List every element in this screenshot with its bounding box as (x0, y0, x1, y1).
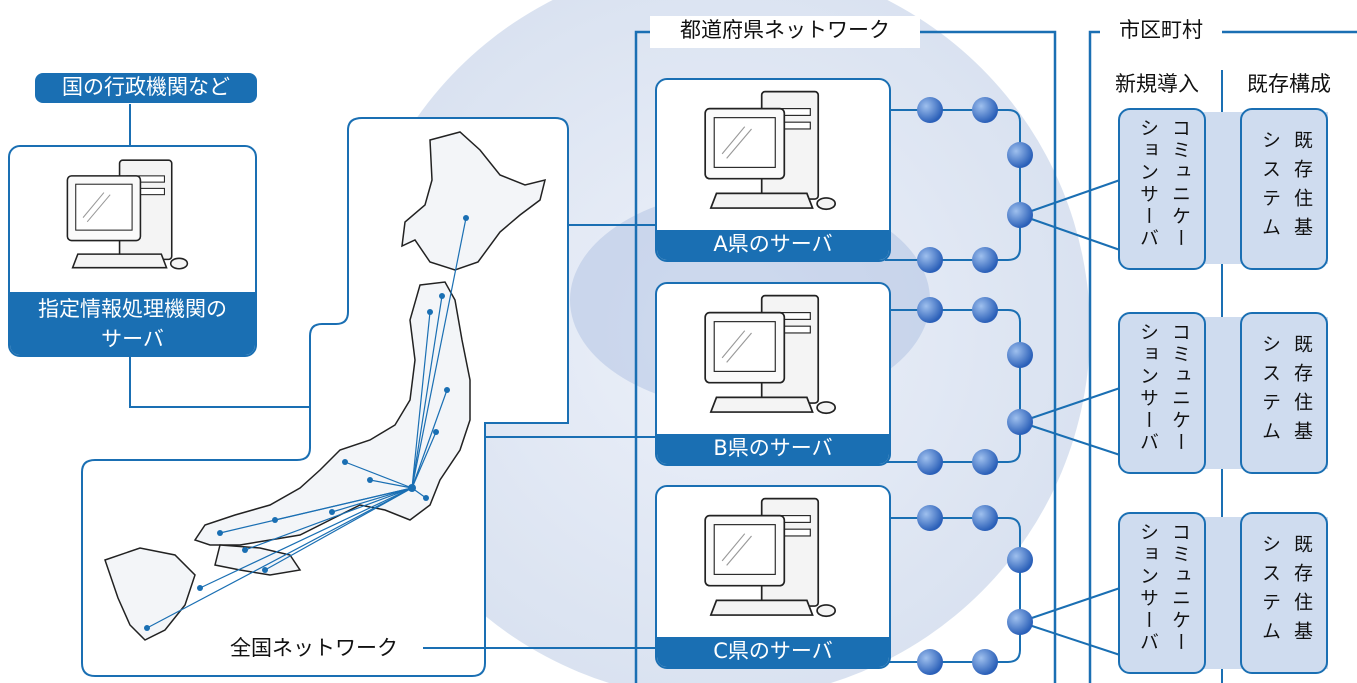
server-box-c: C県のサーバ (655, 485, 891, 669)
communication-server-3: コミュニケー ションサーバ (1118, 512, 1206, 674)
communication-server-3-line2: ションサーバ (1137, 522, 1159, 654)
communication-server-1-line1: コミュニケー (1169, 118, 1191, 250)
designated-server-box: 指定情報処理機関の サーバ (8, 145, 257, 357)
prefecture-network-label: 都道府県ネットワーク (650, 16, 920, 48)
existing-system-1-line1: 既存住基 (1291, 130, 1313, 246)
national-agency-label: 国の行政機関など (35, 73, 257, 103)
existing-system-2-line2: システム (1259, 334, 1281, 450)
national-network-label: 全国ネットワーク (205, 634, 423, 664)
municipality-links (1019, 179, 1121, 656)
computer-icon (704, 294, 837, 415)
national-links (146, 217, 467, 629)
designated-server-connector (129, 355, 310, 408)
col-new-label: 新規導入 (1115, 72, 1199, 96)
existing-system-3-line2: システム (1259, 534, 1281, 650)
computer-icon (704, 497, 837, 618)
municipality-label: 市区町村 (1100, 16, 1222, 48)
server-label-c: C県のサーバ (657, 637, 889, 667)
server-label-b: B県のサーバ (657, 434, 889, 464)
computer-icon (66, 159, 189, 270)
designated-server-label-line1: 指定情報処理機関の (38, 297, 227, 321)
server-label-a: A県のサーバ (657, 230, 889, 260)
network-nodes (917, 97, 1033, 675)
existing-system-2: 既存住基 システム (1240, 312, 1328, 474)
communication-server-3-line1: コミュニケー (1169, 522, 1191, 654)
server-box-a: A県のサーバ (655, 78, 891, 262)
prefecture-network-frame (634, 30, 1057, 683)
japan-map (104, 131, 547, 641)
designated-server-label: 指定情報処理機関の サーバ (10, 292, 255, 355)
existing-system-1-line2: システム (1259, 130, 1281, 246)
existing-system-2-line1: 既存住基 (1291, 334, 1313, 450)
communication-server-2-line1: コミュニケー (1169, 322, 1191, 454)
existing-system-3-line1: 既存住基 (1291, 534, 1313, 650)
national-link-nodes (144, 215, 469, 631)
municipality-frame (1088, 30, 1357, 683)
map-to-server-links (423, 224, 655, 649)
existing-system-3: 既存住基 システム (1240, 512, 1328, 674)
col-existing-label: 既存構成 (1247, 72, 1331, 96)
communication-server-2: コミュニケー ションサーバ (1118, 312, 1206, 474)
existing-system-1: 既存住基 システム (1240, 108, 1328, 270)
server-box-b: B県のサーバ (655, 282, 891, 466)
prefecture-loops (885, 109, 1021, 663)
designated-server-label-line2: サーバ (101, 327, 164, 351)
communication-server-1: コミュニケー ションサーバ (1118, 108, 1206, 270)
communication-server-1-line2: ションサーバ (1137, 118, 1159, 250)
communication-server-2-line2: ションサーバ (1137, 322, 1159, 454)
computer-icon (704, 90, 837, 211)
